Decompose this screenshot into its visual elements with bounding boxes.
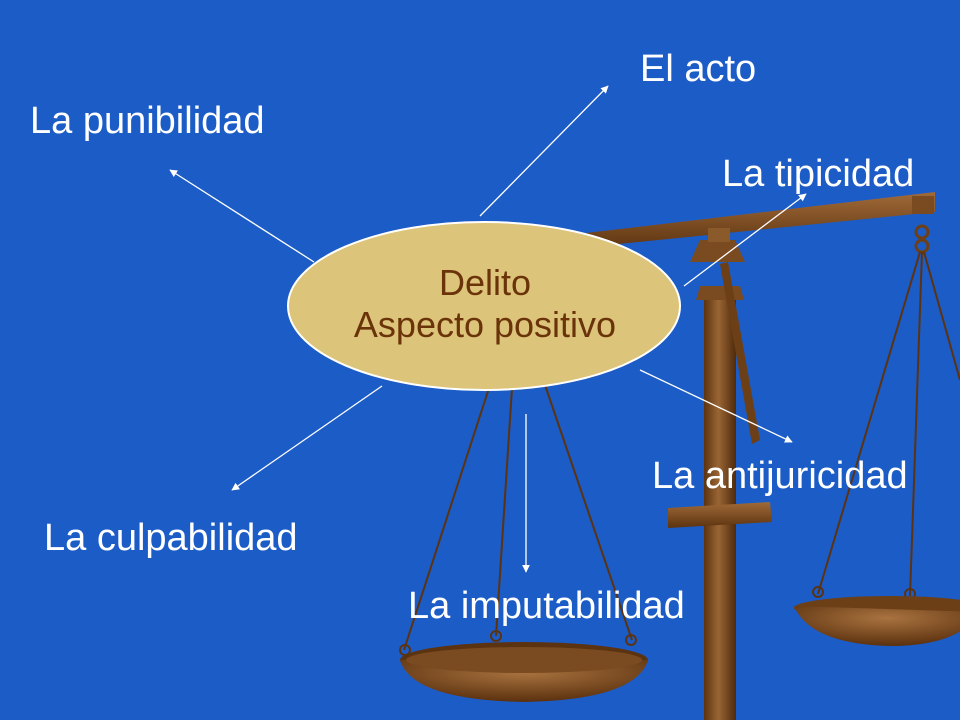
label-punibilidad: La punibilidad bbox=[30, 100, 265, 142]
center-subtitle: Aspecto positivo bbox=[353, 304, 617, 345]
arrow-tipicidad bbox=[683, 193, 807, 287]
scale-crossbar bbox=[668, 502, 772, 528]
arrow-culpabilidad bbox=[231, 385, 383, 491]
label-tipicidad: La tipicidad bbox=[722, 153, 915, 195]
label-culpabilidad: La culpabilidad bbox=[44, 517, 298, 559]
scale-pivot bbox=[690, 240, 745, 262]
label-antijuricidad: La antijuricidad bbox=[652, 455, 908, 497]
label-acto: El acto bbox=[640, 48, 757, 90]
scale-beam bbox=[560, 192, 935, 250]
arrows bbox=[169, 85, 807, 573]
scale-icon bbox=[399, 192, 960, 720]
center-title: Delito bbox=[438, 262, 532, 303]
center-ellipse bbox=[287, 221, 681, 391]
arrow-antijuricidad bbox=[639, 369, 793, 443]
center-text: Delito Aspecto positivo bbox=[290, 262, 680, 346]
arrow-punibilidad bbox=[169, 169, 315, 263]
label-imputabilidad: La imputabilidad bbox=[408, 585, 685, 627]
right-pan bbox=[794, 606, 960, 646]
arrow-acto bbox=[479, 85, 609, 217]
